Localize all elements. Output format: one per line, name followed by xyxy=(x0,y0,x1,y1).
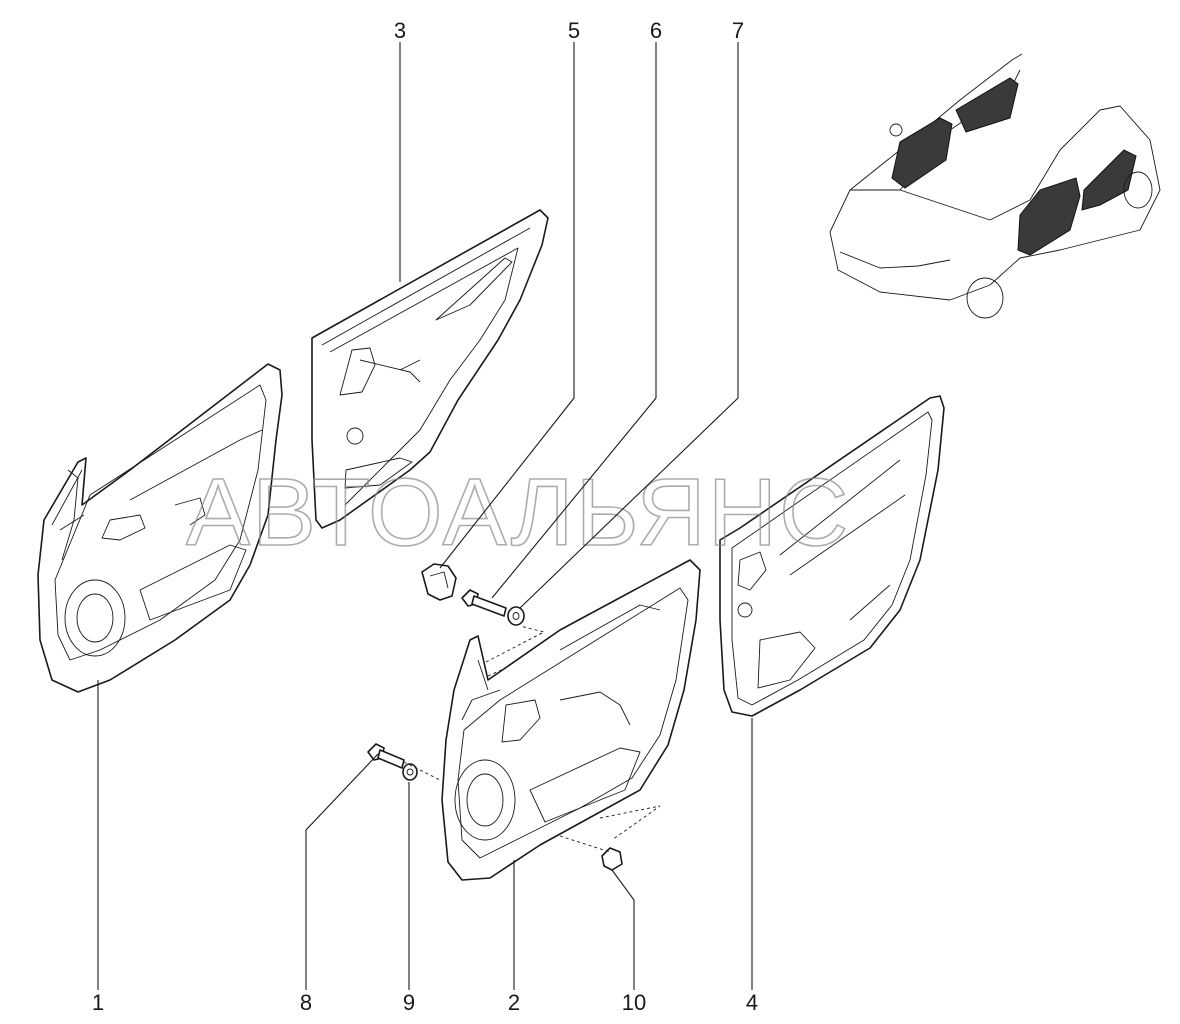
callout-10: 10 xyxy=(622,990,646,1015)
callout-5: 5 xyxy=(568,18,580,43)
vehicle-locator-image xyxy=(829,53,1161,319)
washer-part-9[interactable] xyxy=(402,763,418,781)
callout-3: 3 xyxy=(394,18,406,43)
clip-part-5[interactable] xyxy=(421,563,457,601)
callout-8: 8 xyxy=(300,990,312,1015)
callout-6: 6 xyxy=(650,18,662,43)
door-trim-panel-3[interactable] xyxy=(311,209,549,529)
callout-4: 4 xyxy=(746,990,758,1015)
callout-7: 7 xyxy=(732,18,744,43)
callout-1: 1 xyxy=(92,990,104,1015)
screw-part-6[interactable] xyxy=(461,589,507,617)
clip-part-10[interactable] xyxy=(601,847,623,871)
door-trim-panel-2[interactable] xyxy=(441,559,701,881)
callout-2: 2 xyxy=(508,990,520,1015)
screw-part-8[interactable] xyxy=(367,743,405,769)
assembly-lines xyxy=(403,625,661,853)
watermark-text: АВТОАЛЬЯНС xyxy=(186,459,850,566)
door-trim-panel-4[interactable] xyxy=(719,395,945,717)
door-trim-panel-1[interactable] xyxy=(37,363,283,693)
callout-9: 9 xyxy=(403,990,415,1015)
washer-part-7[interactable] xyxy=(507,606,525,626)
leader-lines xyxy=(97,42,753,990)
